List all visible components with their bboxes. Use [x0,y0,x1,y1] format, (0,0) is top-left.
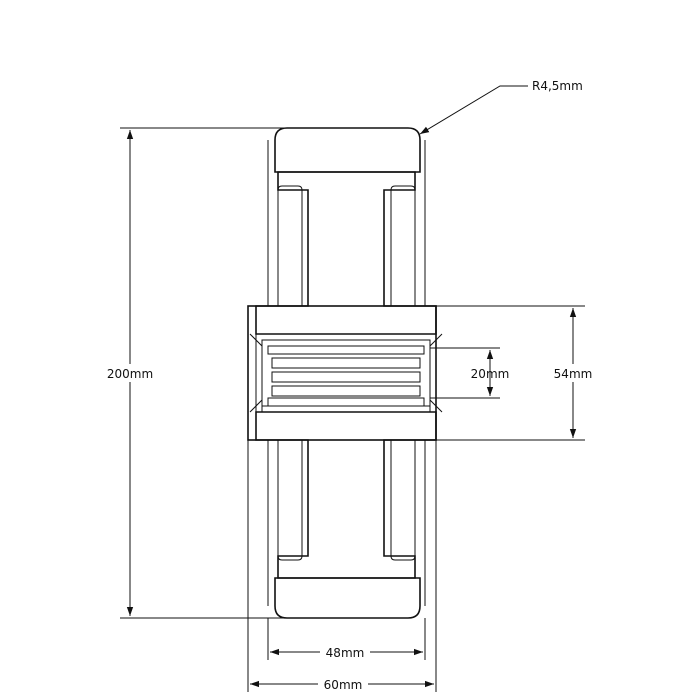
tyre-bottom-section [274,577,421,619]
hub-web-section [255,171,437,579]
bearing-housing [247,305,437,441]
tyre-top-section [274,127,421,173]
extension-lines [120,127,585,692]
label-bore-diameter: 20mm [471,367,510,381]
roller-bearing [249,333,443,413]
rim-outline [267,140,426,606]
dimension-labels: 200mm R4,5mm 20mm 54mm 48mm 60mm [103,79,600,692]
dimension-lines [126,85,577,688]
label-outer-diameter: 200mm [107,367,153,381]
label-tread-width: 48mm [326,646,365,660]
label-radius: R4,5mm [532,79,583,93]
label-hub-diameter: 54mm [554,367,593,381]
label-hub-width: 60mm [324,678,363,692]
radius-leader-line [419,85,528,135]
